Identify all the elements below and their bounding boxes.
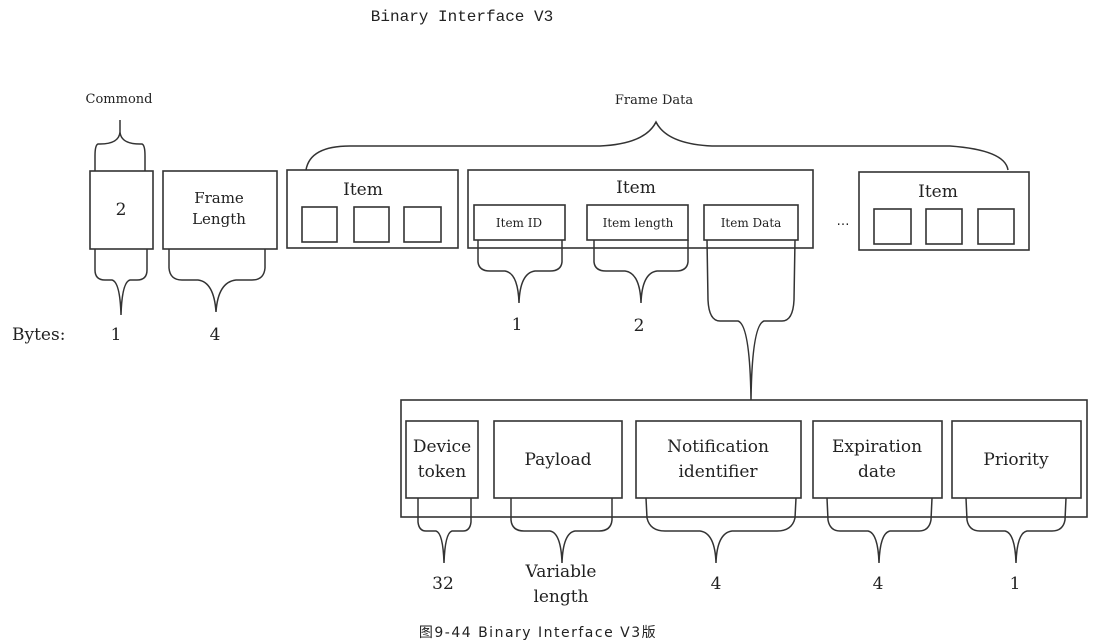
item-id-box [473, 204, 566, 241]
expiration-date-brace [826, 497, 933, 564]
expiration-date-bytes: 4 [873, 574, 884, 594]
device-token-label-1: Device [413, 437, 471, 457]
payload-brace [510, 498, 613, 564]
priority-bytes: 1 [1010, 574, 1021, 594]
figure-caption: 图9-44 Binary Interface V3版 [419, 625, 657, 641]
payload-label: Payload [524, 450, 591, 470]
priority-brace [965, 497, 1067, 564]
item-1-subfield-3 [403, 206, 442, 243]
notification-identifier-label-1: Notification [667, 437, 769, 457]
command-bottom-brace [94, 249, 148, 316]
item-id-brace [477, 240, 563, 304]
notification-identifier-box [635, 420, 802, 499]
priority-box [951, 420, 1082, 499]
frame-length-box [162, 170, 278, 250]
command-label: Commond [86, 92, 153, 107]
item-label-2: Item [616, 178, 656, 198]
ellipsis: … [837, 214, 850, 229]
frame-length-bytes: 4 [210, 325, 221, 345]
notification-identifier-label-2: identifier [678, 462, 758, 482]
notification-identifier-bytes: 4 [711, 574, 722, 594]
command-value: 2 [116, 200, 127, 220]
item-length-brace [593, 240, 689, 304]
priority-label: Priority [983, 450, 1049, 470]
bytes-label: Bytes: [12, 325, 65, 345]
frame-length-label-1: Frame [194, 189, 244, 207]
expiration-date-label-2: date [858, 462, 896, 482]
item-length-box [586, 204, 689, 241]
item-3-subfield-3 [977, 208, 1015, 245]
command-bytes: 1 [111, 325, 122, 345]
notification-identifier-brace [645, 497, 797, 564]
item-data-brace [706, 239, 796, 401]
frame-length-label-2: Length [192, 210, 246, 228]
diagram-title: Binary Interface V3 [371, 8, 553, 26]
expiration-date-label-1: Expiration [832, 437, 922, 457]
item-data-label: Item Data [721, 216, 782, 230]
expiration-date-box [812, 420, 943, 499]
item-label-1: Item [343, 180, 383, 200]
frame-data-label: Frame Data [615, 93, 694, 108]
item-id-label: Item ID [496, 216, 542, 230]
payload-bytes-1: Variable [525, 562, 597, 582]
item-1-subfield-1 [301, 206, 338, 243]
command-top-brace [94, 120, 146, 171]
item-3-subfield-2 [925, 208, 963, 245]
payload-box [493, 420, 623, 499]
item-3-subfield-1 [873, 208, 912, 245]
frame-length-brace [168, 249, 266, 313]
item-id-bytes: 1 [512, 315, 523, 335]
device-token-brace [417, 498, 472, 564]
device-token-bytes: 32 [432, 574, 454, 594]
item-1-subfield-2 [353, 206, 390, 243]
item-length-label: Item length [603, 216, 674, 230]
frame-data-brace [305, 120, 1009, 171]
command-box [89, 170, 154, 250]
item-length-bytes: 2 [634, 316, 645, 336]
device-token-label-2: token [418, 462, 466, 482]
item-data-box [703, 204, 799, 241]
device-token-box [405, 420, 479, 499]
item-label-3: Item [918, 182, 958, 202]
payload-bytes-2: length [533, 587, 588, 607]
